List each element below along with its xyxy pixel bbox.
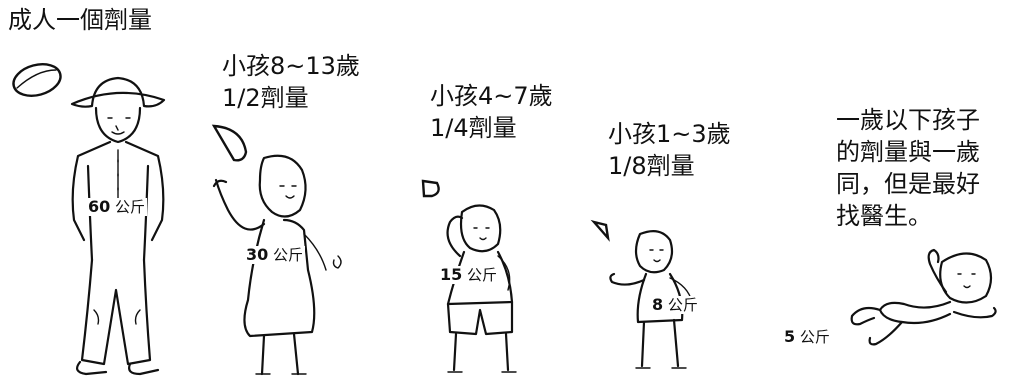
child-1-3-figure: [604, 226, 704, 384]
diagram-title: 成人一個劑量: [8, 4, 152, 36]
infant-text-line: 一歲以下孩子: [836, 106, 980, 134]
whole-pill-icon: [12, 63, 62, 97]
group-label-4-7: 小孩4~7歲 1/4劑量: [430, 80, 553, 144]
child-1-3-weight: 8 公斤: [650, 296, 700, 314]
adult-weight: 60 公斤: [86, 197, 148, 216]
weight-unit: 公斤: [667, 296, 698, 314]
group-dose-text: 1/2劑量: [222, 84, 309, 112]
group-age-text: 小孩8~13歲: [222, 52, 360, 80]
infant-text-line: 找醫生。: [836, 202, 932, 230]
quarter-pill-icon: [421, 179, 440, 198]
weight-number: 60: [88, 197, 111, 216]
infant-figure: [846, 242, 1016, 356]
infant-weight: 5 公斤: [782, 328, 832, 346]
group-dose-text: 1/8劑量: [608, 152, 695, 180]
group-dose-text: 1/4劑量: [430, 114, 517, 142]
half-pill-icon: [211, 124, 248, 162]
weight-unit: 公斤: [115, 198, 146, 216]
weight-unit: 公斤: [273, 246, 304, 264]
child-8-13-figure: [200, 150, 350, 386]
weight-unit: 公斤: [799, 328, 830, 346]
weight-number: 5: [784, 327, 796, 346]
child-4-7-weight: 15 公斤: [438, 265, 500, 284]
group-label-1-3: 小孩1~3歲 1/8劑量: [608, 118, 731, 182]
infant-text-line: 同，但是最好: [836, 170, 980, 198]
weight-number: 30: [246, 245, 269, 264]
child-8-13-weight: 30 公斤: [244, 245, 306, 264]
group-label-8-13: 小孩8~13歲 1/2劑量: [222, 50, 360, 114]
title-text: 成人一個劑量: [8, 6, 152, 34]
child-4-7-figure: [428, 200, 538, 386]
group-age-text: 小孩4~7歲: [430, 82, 553, 110]
eighth-pill-icon: [590, 219, 610, 242]
weight-number: 15: [440, 265, 463, 284]
weight-unit: 公斤: [467, 266, 498, 284]
group-age-text: 小孩1~3歲: [608, 120, 731, 148]
infant-text-line: 的劑量與一歲: [836, 138, 980, 166]
weight-number: 8: [652, 295, 664, 314]
infant-label: 一歲以下孩子 的劑量與一歲 同，但是最好 找醫生。: [836, 104, 980, 232]
adult-figure: [48, 70, 188, 386]
